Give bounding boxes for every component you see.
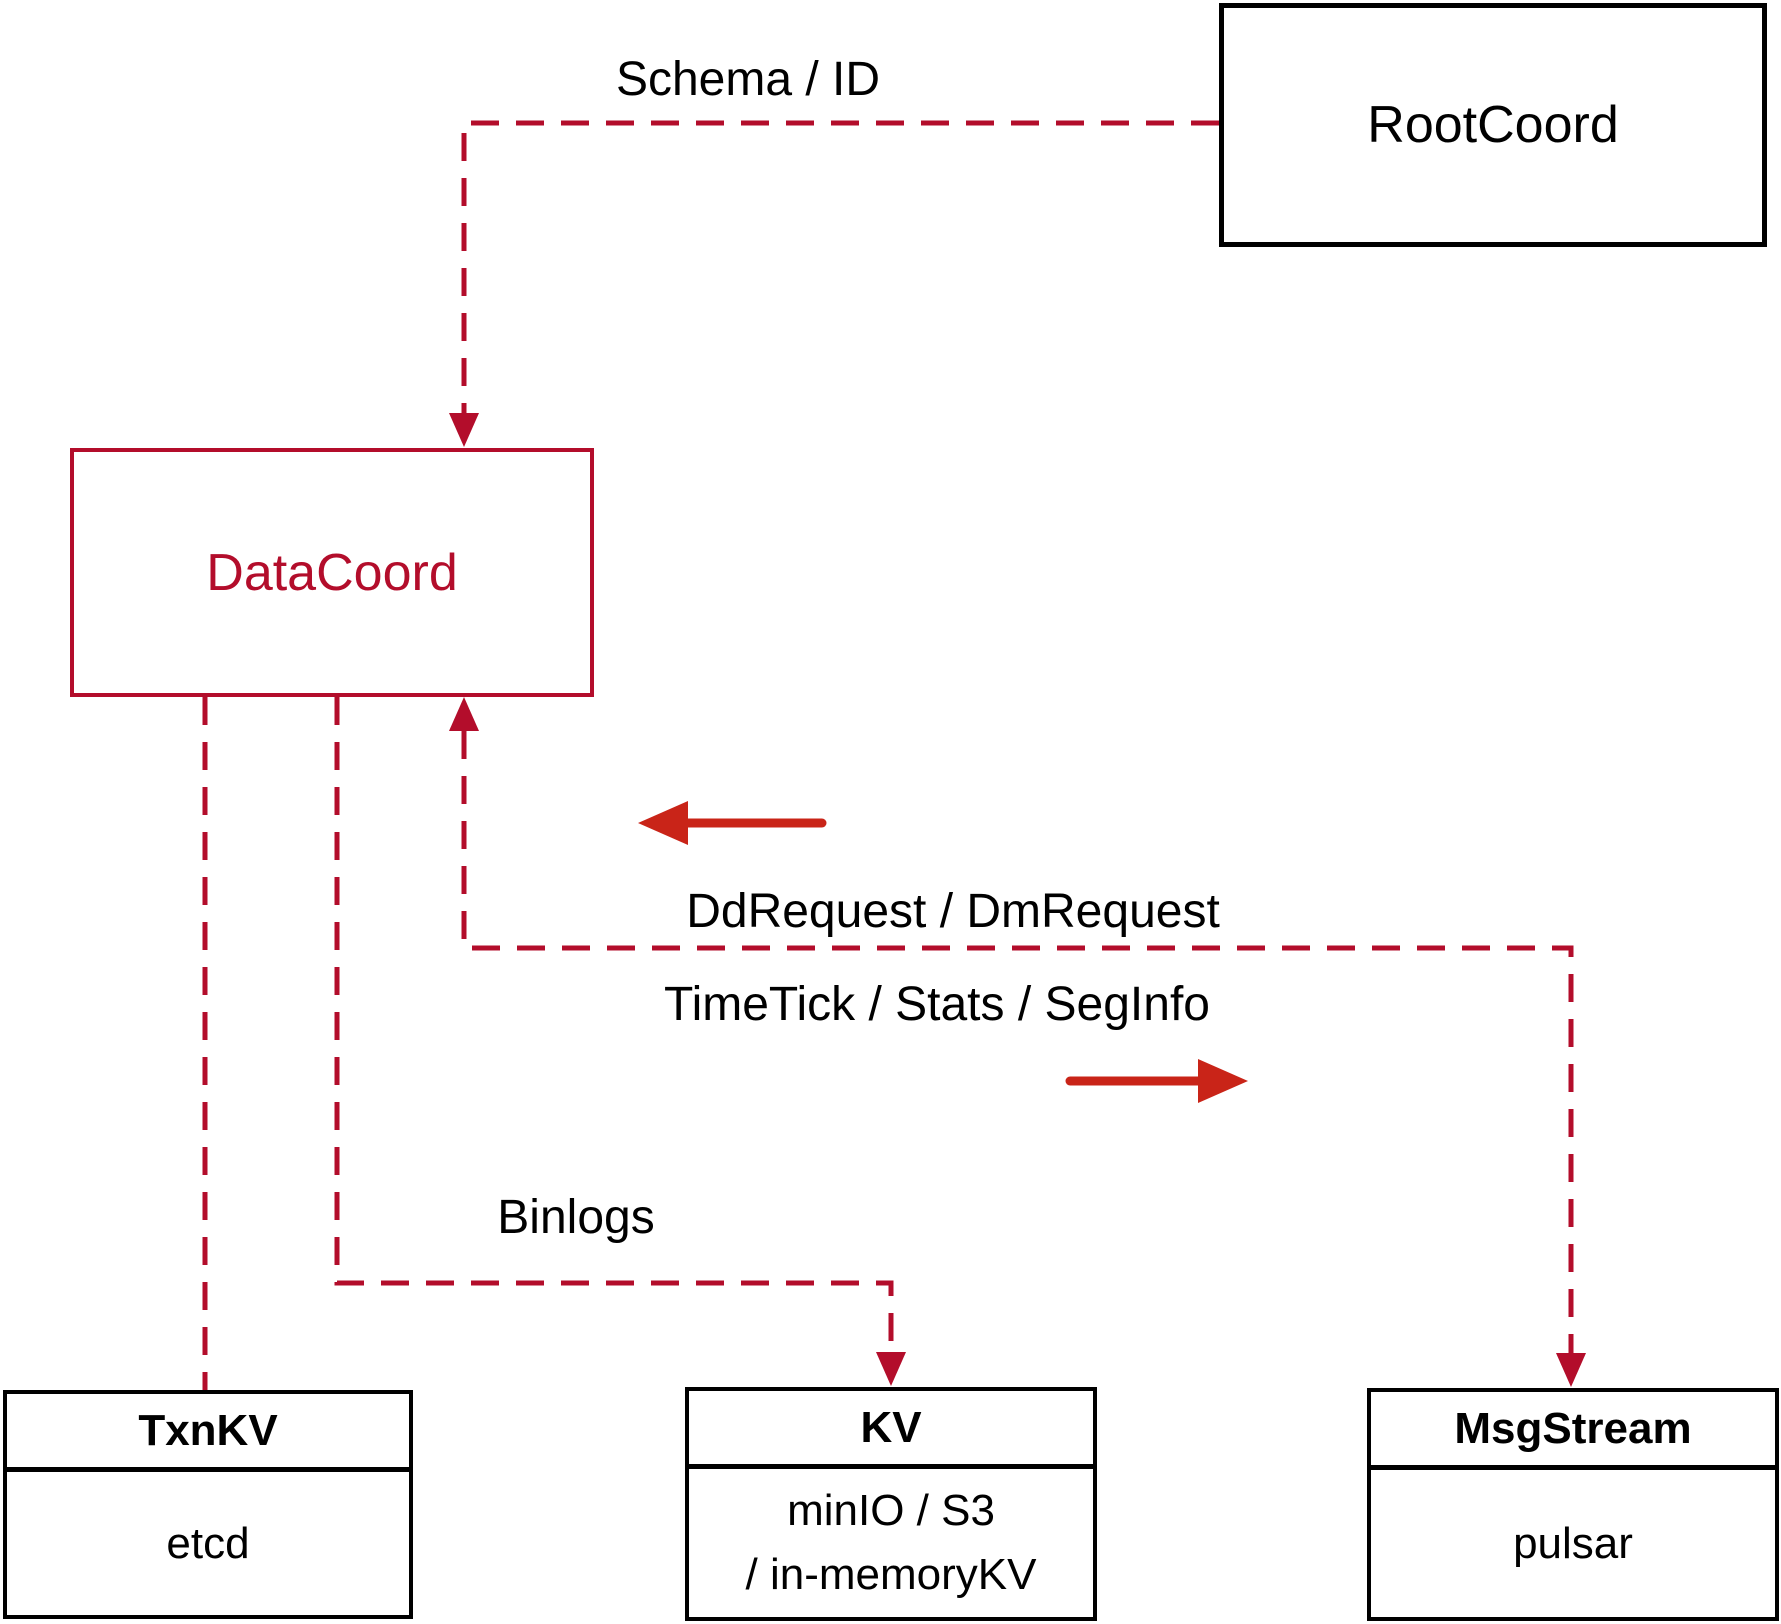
left-direction-arrow bbox=[638, 801, 827, 845]
ddrequest-timetick-connector bbox=[461, 731, 1574, 1353]
txnkv-node: TxnKV etcd bbox=[3, 1390, 413, 1619]
kv-impl-line1: minIO / S3 bbox=[787, 1486, 995, 1535]
msgstream-impl: pulsar bbox=[1513, 1518, 1633, 1568]
ddrequest-edge-label: DdRequest / DmRequest bbox=[686, 885, 1220, 938]
schema-id-connector bbox=[461, 120, 1219, 413]
rootcoord-node: RootCoord bbox=[1219, 3, 1767, 247]
kv-node: KV minIO / S3 / in-memoryKV bbox=[685, 1387, 1097, 1621]
txnkv-impl: etcd bbox=[166, 1518, 250, 1568]
datacoord-label: DataCoord bbox=[206, 543, 458, 602]
schema-id-edge-label: Schema / ID bbox=[615, 53, 881, 106]
arrowhead-down-icon bbox=[449, 413, 479, 447]
kv-title: KV bbox=[689, 1391, 1093, 1469]
msgstream-node: MsgStream pulsar bbox=[1367, 1388, 1779, 1621]
arrowhead-down-icon bbox=[1556, 1353, 1586, 1387]
rootcoord-label: RootCoord bbox=[1367, 96, 1619, 154]
kv-impl-line2: / in-memoryKV bbox=[745, 1550, 1037, 1599]
right-direction-arrow bbox=[1065, 1059, 1248, 1103]
arrowhead-down-icon bbox=[876, 1352, 906, 1386]
timetick-edge-label: TimeTick / Stats / SegInfo bbox=[664, 978, 1210, 1031]
arrowhead-left-icon bbox=[638, 801, 688, 845]
msgstream-title: MsgStream bbox=[1371, 1392, 1775, 1470]
arrowhead-up-icon bbox=[449, 697, 479, 731]
txnkv-title: TxnKV bbox=[7, 1394, 409, 1472]
binlogs-edge-label: Binlogs bbox=[497, 1191, 655, 1244]
arrowhead-right-icon bbox=[1198, 1059, 1248, 1103]
datacoord-node: DataCoord bbox=[70, 448, 594, 697]
